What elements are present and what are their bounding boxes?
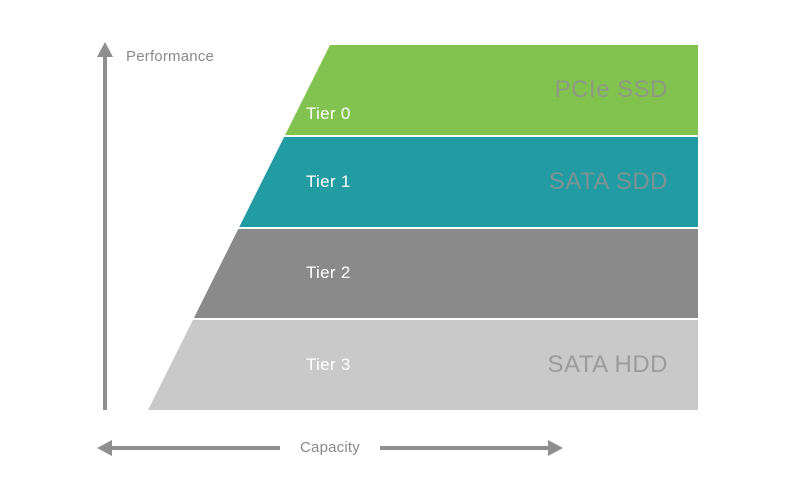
performance-axis-line — [103, 52, 107, 410]
tier-name-label: Tier 3 — [306, 355, 351, 375]
tier-row-2: Tier 2 — [148, 228, 698, 319]
tier-name-label: Tier 0 — [306, 103, 351, 123]
capacity-axis-line-right — [379, 445, 548, 450]
right-arrowhead-icon — [548, 439, 563, 456]
capacity-axis-line-left — [112, 445, 281, 450]
left-arrowhead-icon — [97, 439, 112, 456]
tier-tech-label: PCIe SSD — [554, 75, 668, 103]
tier-row-1: Tier 1 SATA SDD — [148, 136, 698, 227]
up-arrowhead-icon — [97, 42, 113, 57]
capacity-axis: Capacity — [97, 439, 563, 456]
tier-tech-label: SATA HDD — [547, 351, 668, 379]
tier-pyramid: Tier 0 PCIe SSD Tier 1 SATA SDD Tier 2 T… — [148, 45, 698, 410]
tier-tech-label: SATA SDD — [548, 167, 668, 195]
performance-axis-label: Performance — [126, 48, 215, 65]
tier-row-3: Tier 3 SATA HDD — [148, 320, 698, 410]
tier-name-label: Tier 2 — [306, 263, 351, 283]
tier-row-0: Tier 0 PCIe SSD — [148, 45, 698, 135]
capacity-axis-label: Capacity — [300, 439, 360, 456]
tier-name-label: Tier 1 — [306, 171, 351, 191]
